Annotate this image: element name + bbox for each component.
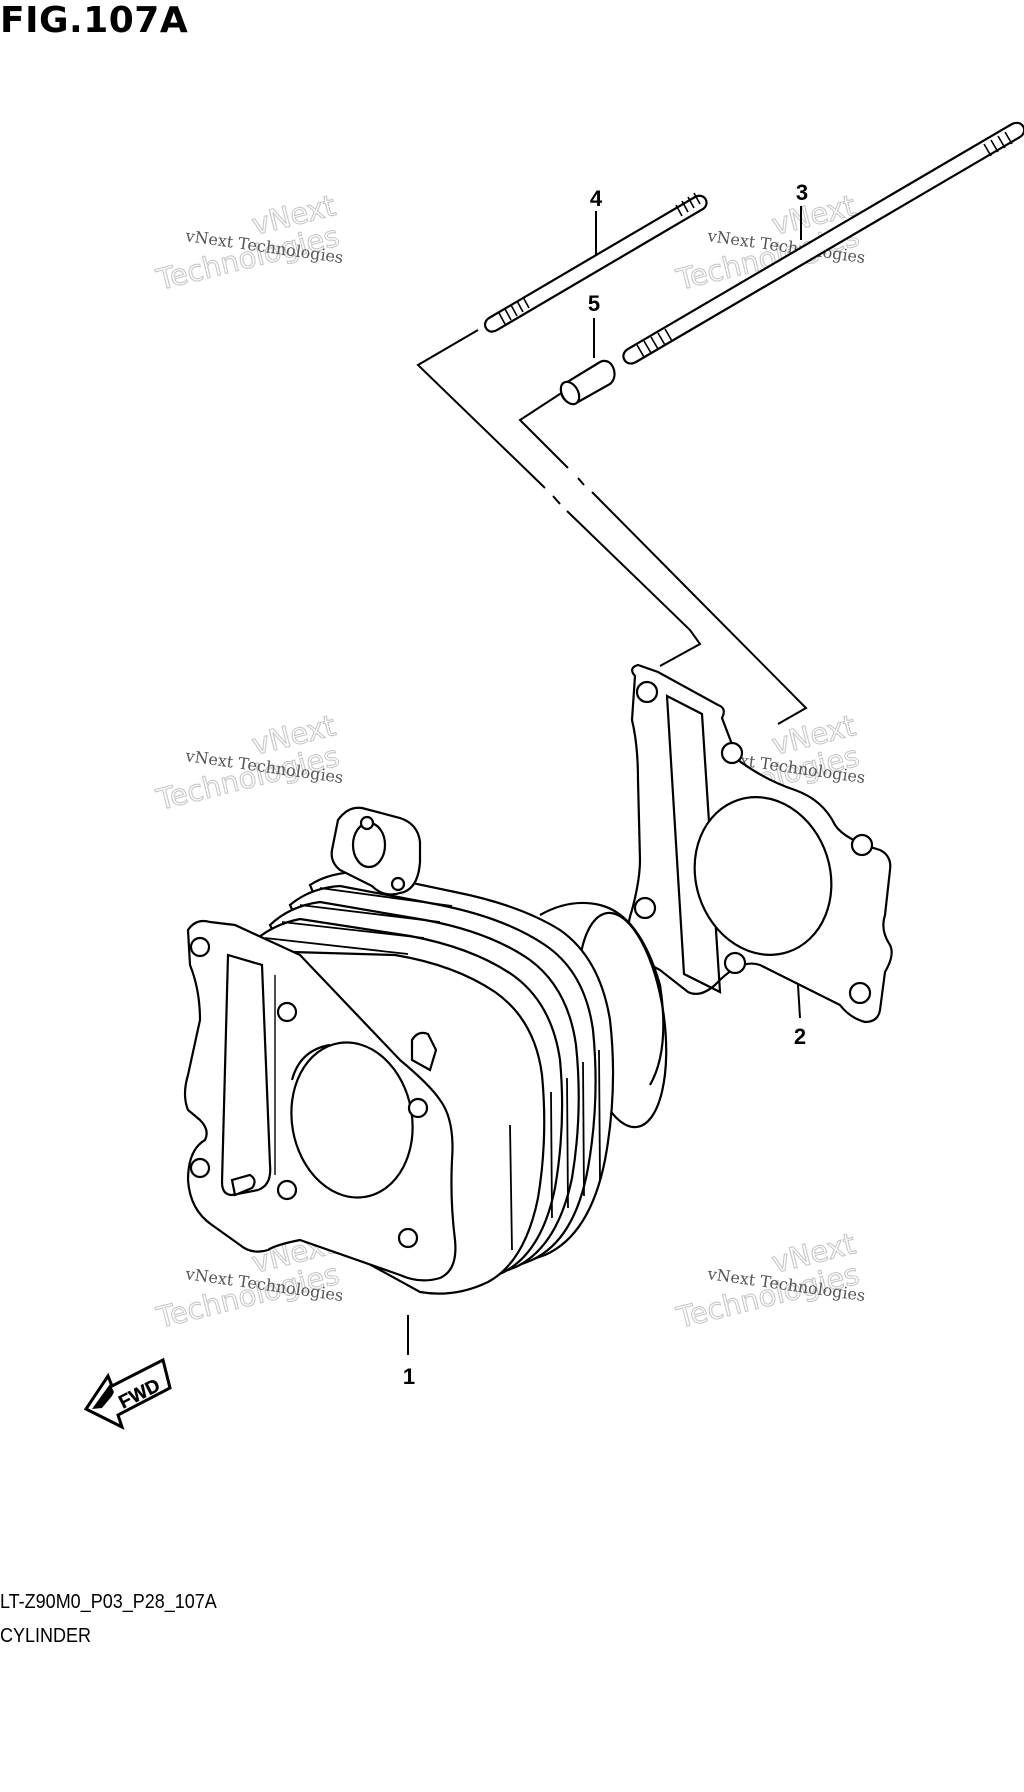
- cylinder-gasket: [627, 663, 893, 1024]
- watermark-top-left: vNext Technologies vNext Technologies: [152, 188, 345, 298]
- stud-bolt-long: [622, 121, 1024, 365]
- leader-lines: [407, 206, 802, 1355]
- dowel-pin: [559, 359, 616, 406]
- callout-part-5: 5: [588, 291, 600, 316]
- stud-bolt-short: [484, 192, 708, 333]
- figure-code: LT-Z90M0_P03_P28_107A: [0, 1591, 217, 1613]
- figure-name: CYLINDER: [0, 1625, 92, 1647]
- callout-part-1: 1: [403, 1364, 415, 1389]
- watermark-middle-left: vNext Technologies vNext Technologies: [152, 708, 345, 818]
- figure-title: FIG.107A: [0, 0, 189, 41]
- callout-part-3: 3: [796, 180, 808, 205]
- callout-part-4: 4: [590, 186, 603, 211]
- assembly-guide-lines: [416, 329, 808, 725]
- callout-part-2: 2: [794, 1024, 806, 1049]
- cylinder-block: [183, 806, 668, 1295]
- watermark-bottom-right: vNext Technologies vNext Technologies: [672, 1226, 867, 1336]
- fwd-arrow-icon: FWD: [83, 1357, 172, 1430]
